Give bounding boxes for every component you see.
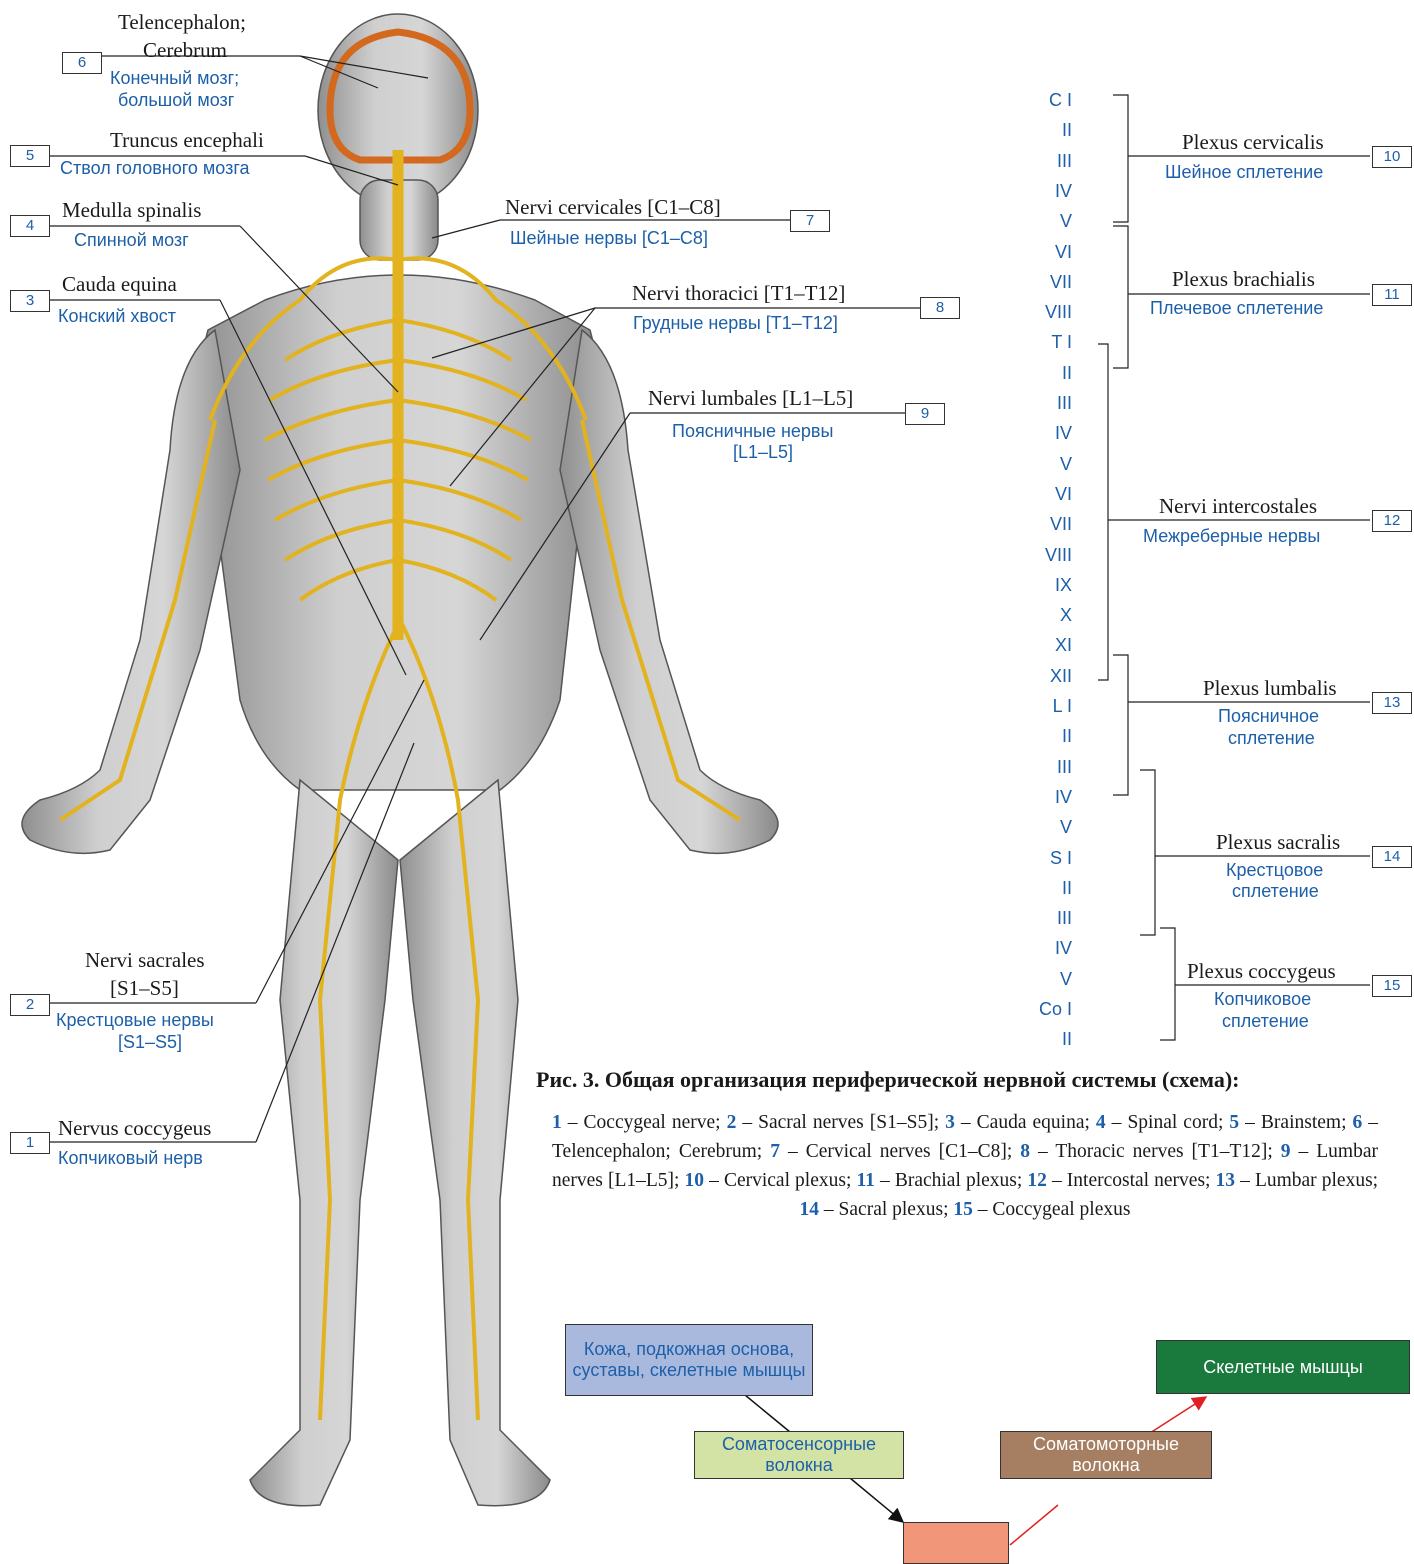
somatosensory-fibers-box: Соматосенсорные волокна (694, 1431, 904, 1479)
somatomotor-fibers-box: Соматомоторные волокна (1000, 1431, 1212, 1479)
central-node-box (903, 1522, 1009, 1564)
skeletal-muscles-box: Скелетные мышцы (1156, 1340, 1410, 1394)
skin-joints-muscles-box: Кожа, подкожная основа, суставы, скелетн… (565, 1324, 813, 1396)
